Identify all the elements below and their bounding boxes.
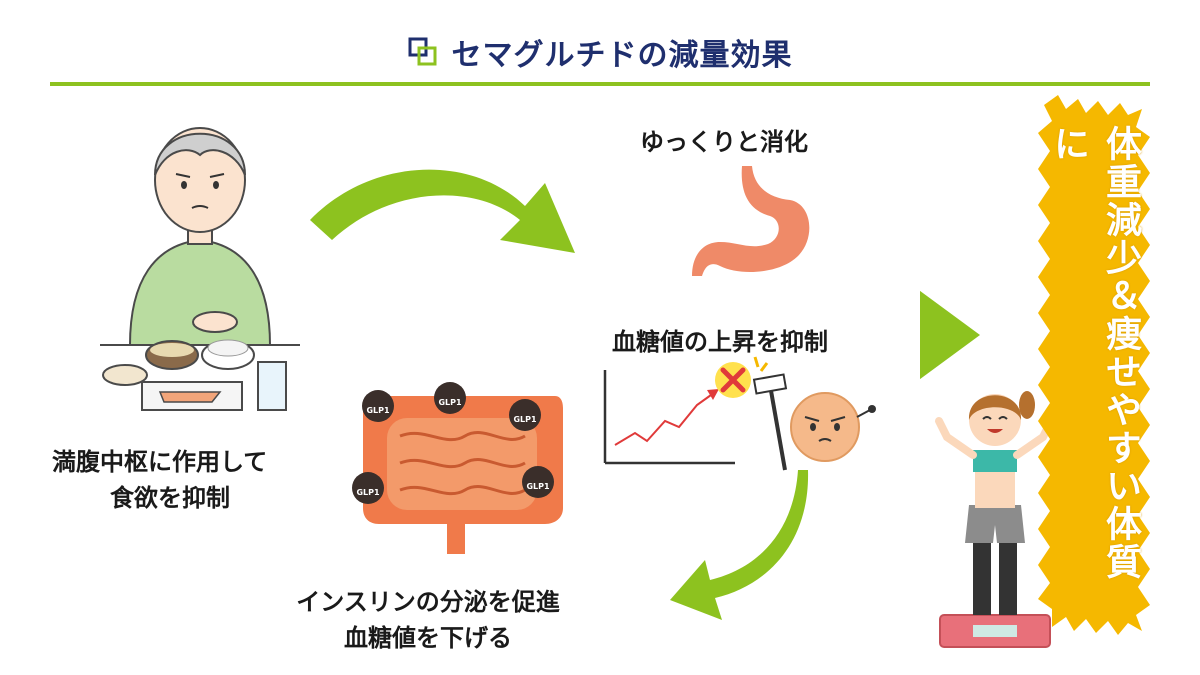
appetite-label-line2: 食欲を抑制 xyxy=(110,484,230,512)
glucose-label: 血糖値の上昇を抑制 xyxy=(612,328,828,356)
insulin-label-line1: インスリンの分泌を促進 xyxy=(296,588,560,616)
glp1-badge: GLP1 xyxy=(348,468,388,512)
arrow-to-stomach xyxy=(310,169,575,253)
person-eating-illustration xyxy=(100,127,300,411)
result-banner-shape xyxy=(1038,95,1150,635)
page-title: セマグルチドの減量効果 xyxy=(451,38,793,73)
glp1-badge: GLP1 xyxy=(518,462,558,506)
glp1-badge: GLP1 xyxy=(505,395,545,439)
glp1-badge: GLP1 xyxy=(358,386,398,430)
title-squares-icon xyxy=(408,37,436,66)
result-arrow-icon xyxy=(912,285,980,385)
woman-on-scale-illustration xyxy=(935,391,1055,648)
glucose-graph-illustration xyxy=(603,356,876,471)
intestine-illustration xyxy=(363,396,563,554)
title-bar: セマグルチドの減量効果 xyxy=(0,28,1200,76)
digestion-label: ゆっくりと消化 xyxy=(640,128,808,156)
glp1-badge: GLP1 xyxy=(430,378,470,422)
stomach-illustration xyxy=(692,166,810,276)
appetite-label-line1: 満腹中枢に作用して xyxy=(52,448,268,476)
title-divider xyxy=(50,82,1150,86)
arrow-to-insulin xyxy=(670,470,809,620)
insulin-label-line2: 血糖値を下げる xyxy=(344,624,512,652)
result-banner-text: 体重減少＆痩せやすい体質に xyxy=(1048,125,1141,581)
